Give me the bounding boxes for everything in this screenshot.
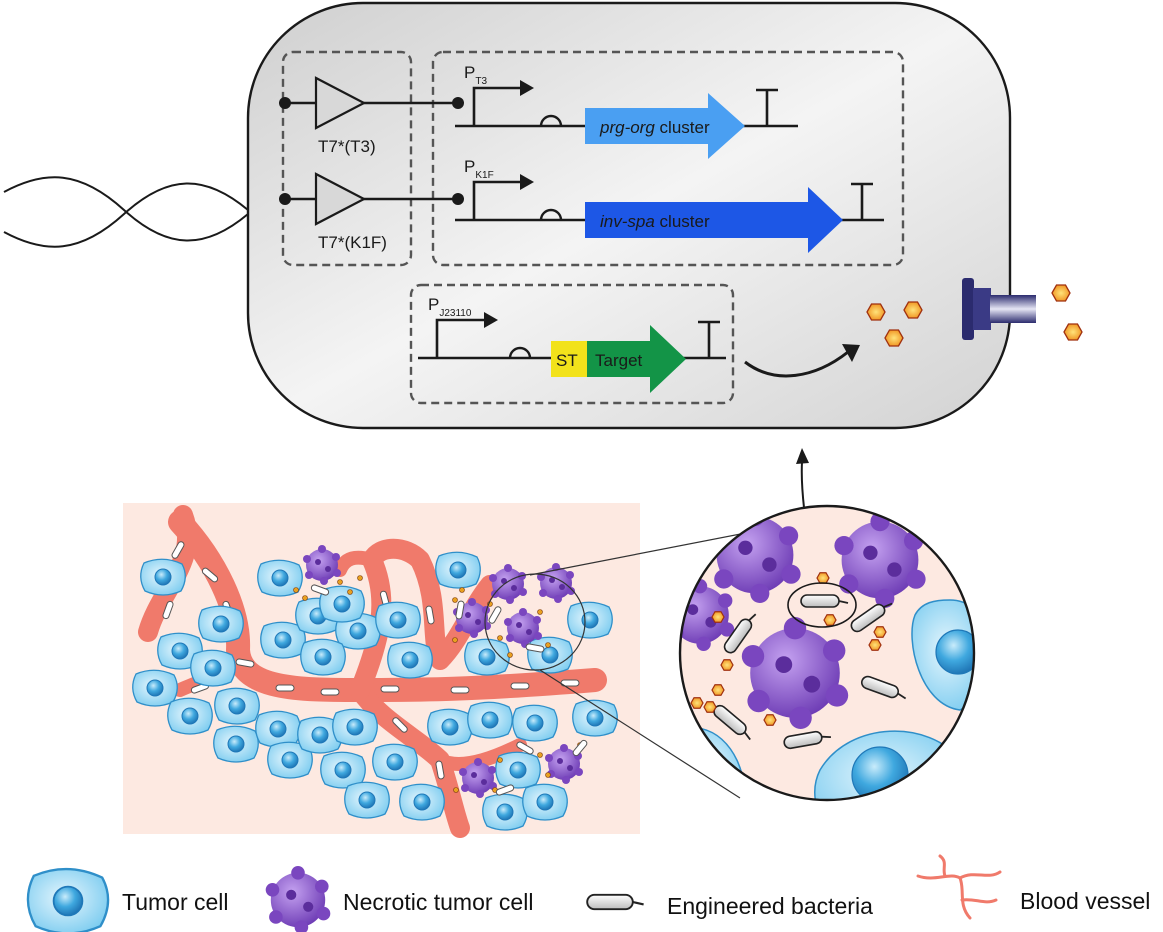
legend-necrotic-icon (265, 866, 331, 932)
st-box (551, 341, 587, 377)
legend-necrotic-label: Necrotic tumor cell (343, 889, 533, 915)
amplifier-k1f-label: T7*(K1F) (318, 233, 387, 252)
zoom-to-cell-arrowhead (796, 448, 809, 464)
cluster-box (431, 50, 905, 267)
operon-target: PJ23110 ST Target (418, 295, 726, 393)
legend-tumor-icon (26, 867, 110, 932)
tumor-tissue (123, 503, 640, 838)
zoom-circle-border (678, 504, 976, 802)
legend-vessel-label: Blood vessel (1020, 888, 1150, 914)
bacterial-cell: T7*(T3) T7*(K1F) PT3 prg-org cluster P (3, 1, 1083, 430)
promoter-j23110-label: PJ23110 (428, 295, 472, 319)
operon-inv-spa: PK1F inv-spa cluster (455, 157, 884, 253)
operon-prg-org: PT3 prg-org cluster (455, 63, 798, 159)
promoter-t3-label: PT3 (464, 63, 487, 87)
legend: Tumor cell Necrotic tumor cell Engineere… (26, 854, 1150, 932)
prg-org-label: prg-org cluster (599, 118, 710, 137)
prg-org-arrow (585, 93, 745, 159)
zoom-line-top (529, 528, 767, 576)
legend-bacteria-label: Engineered bacteria (667, 893, 873, 919)
inv-spa-label: inv-spa cluster (600, 212, 710, 231)
tissue-effectors (293, 575, 583, 793)
amplifier-t3: T7*(T3) (279, 76, 464, 156)
legend-bacteria-icon (586, 893, 645, 911)
amplifier-box (281, 50, 413, 267)
secretion-pore-icon (962, 278, 1036, 340)
secreted-effectors (1051, 284, 1083, 341)
inv-spa-arrow (585, 187, 843, 253)
zoom-inset (678, 504, 976, 802)
amplifier-t3-label: T7*(T3) (318, 137, 376, 156)
amplifier-k1f: T7*(K1F) (279, 172, 464, 252)
promoter-k1f-label: PK1F (464, 157, 494, 181)
zoom-line-bottom (539, 669, 741, 799)
target-arrow (587, 325, 686, 393)
dna-helix-icon (3, 176, 249, 248)
secretion-arrowhead (842, 344, 860, 362)
legend-tumor-label: Tumor cell (122, 889, 229, 915)
target-label: Target (595, 351, 643, 370)
st-label: ST (556, 351, 578, 370)
target-box (409, 283, 735, 405)
secretion-arrow (744, 350, 849, 378)
legend-vessel-icon (916, 854, 1002, 920)
